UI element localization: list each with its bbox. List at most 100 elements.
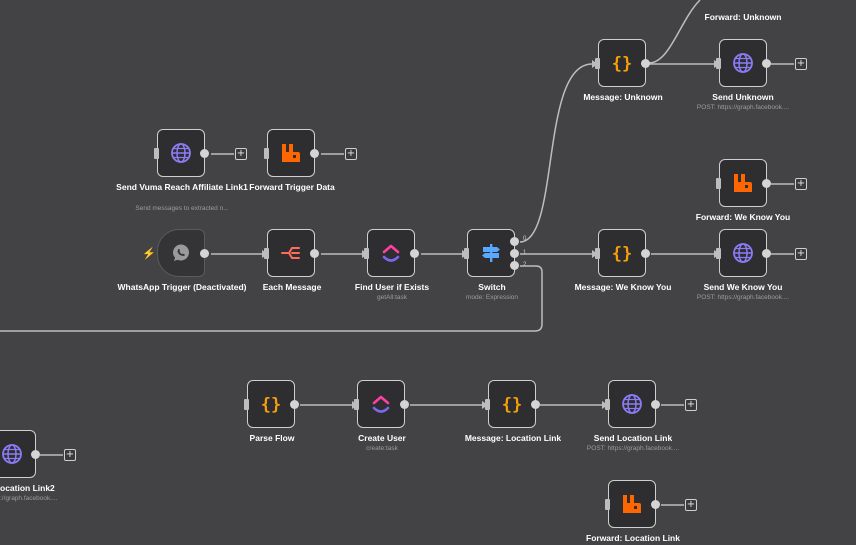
output-handle[interactable] <box>651 500 660 509</box>
node-label: Forward: Location Link <box>586 533 680 543</box>
input-handle[interactable] <box>485 399 490 410</box>
output-handle[interactable] <box>400 400 409 409</box>
node-label: Forward Trigger Data <box>249 182 335 192</box>
code-braces-icon: {} <box>609 240 635 266</box>
split-out-icon <box>278 240 304 266</box>
add-node-button[interactable]: + <box>345 148 357 160</box>
input-handle[interactable] <box>464 248 469 259</box>
output-handle[interactable] <box>310 249 319 258</box>
node-parse-flow[interactable]: {} <box>244 380 299 428</box>
add-node-button[interactable]: + <box>685 499 697 511</box>
input-handle[interactable] <box>264 148 269 159</box>
node-create-user[interactable] <box>354 380 409 428</box>
node-label: Send Unknown <box>712 92 774 102</box>
input-handle[interactable] <box>605 499 610 510</box>
input-handle[interactable] <box>244 399 249 410</box>
rabbitmq-icon <box>619 491 645 517</box>
node-label: Find User if Exists <box>354 282 430 292</box>
node-send-location-link[interactable] <box>605 380 660 428</box>
whatsapp-icon <box>168 240 194 266</box>
trigger-bolt-icon: ⚡ <box>142 248 156 260</box>
node-message-unknown[interactable]: {} <box>595 39 650 87</box>
output-handle[interactable] <box>310 149 319 158</box>
node-subtitle: POST: https://graph.facebook.... <box>586 445 680 452</box>
globe-icon <box>168 140 194 166</box>
output-handle[interactable] <box>290 400 299 409</box>
output-handle-2[interactable] <box>510 261 519 270</box>
globe-icon <box>730 50 756 76</box>
input-handle[interactable] <box>716 58 721 69</box>
output-handle[interactable] <box>200 149 209 158</box>
add-node-button[interactable]: + <box>795 58 807 70</box>
switch-output-label: 0 <box>523 236 527 242</box>
add-node-button[interactable]: + <box>235 148 247 160</box>
output-handle[interactable] <box>531 400 540 409</box>
node-label: Create User <box>358 433 406 443</box>
input-handle[interactable] <box>605 399 610 410</box>
clickup-icon <box>368 391 394 417</box>
output-handle[interactable] <box>31 450 40 459</box>
node-label: Switch <box>478 282 506 292</box>
output-handle[interactable] <box>651 400 660 409</box>
output-handle[interactable] <box>641 59 650 68</box>
node-subtitle: mode: Expression <box>465 294 519 301</box>
code-braces-icon: {} <box>609 50 635 76</box>
node-switch[interactable] <box>464 229 519 277</box>
svg-text:{}: {} <box>502 395 522 415</box>
input-handle[interactable] <box>364 248 369 259</box>
switch-output-label: 1 <box>523 250 527 256</box>
node-send-we-know-you[interactable] <box>716 229 771 277</box>
node-label: Each Message <box>262 282 322 292</box>
node-label: Send We Know You <box>703 282 783 292</box>
node-subtitle: Send messages to extracted n... <box>135 205 229 212</box>
add-node-button[interactable]: + <box>64 449 76 461</box>
clickup-icon <box>378 240 404 266</box>
node-find-user[interactable] <box>364 229 419 277</box>
input-handle[interactable] <box>264 248 269 259</box>
rabbitmq-icon <box>278 140 304 166</box>
output-handle[interactable] <box>641 249 650 258</box>
svg-text:{}: {} <box>612 244 632 264</box>
node-each-message[interactable] <box>264 229 319 277</box>
output-handle[interactable] <box>200 249 209 258</box>
output-handle-1[interactable] <box>510 249 519 258</box>
node-label: Send Location Link <box>593 433 673 443</box>
output-handle[interactable] <box>762 179 771 188</box>
output-handle-0[interactable] <box>510 237 519 246</box>
signpost-icon <box>478 240 504 266</box>
input-handle[interactable] <box>154 148 159 159</box>
code-braces-icon: {} <box>499 391 525 417</box>
node-send-vuma[interactable] <box>154 129 209 177</box>
input-handle[interactable] <box>716 178 721 189</box>
node-forward-trigger-data[interactable] <box>264 129 319 177</box>
svg-text:{}: {} <box>261 395 281 415</box>
node-message-we-know-you[interactable]: {} <box>595 229 650 277</box>
node-send-unknown[interactable] <box>716 39 771 87</box>
node-send-location-link2[interactable] <box>0 430 40 478</box>
node-label: Send Vuma Reach Affiliate Link1 <box>116 182 248 192</box>
input-handle[interactable] <box>716 248 721 259</box>
globe-icon <box>0 441 25 467</box>
node-whatsapp-trigger[interactable] <box>157 229 209 277</box>
add-node-button[interactable]: + <box>795 248 807 260</box>
input-handle[interactable] <box>595 248 600 259</box>
node-label: ocation Link2 <box>0 483 55 493</box>
node-subtitle: getAll:task <box>377 294 407 301</box>
node-label: Parse Flow <box>249 433 295 443</box>
node-forward-location-link[interactable] <box>605 480 660 528</box>
node-label: Forward: We Know You <box>695 212 791 222</box>
node-subtitle: ://graph.facebook.... <box>0 495 58 502</box>
node-subtitle: POST: https://graph.facebook.... <box>696 294 790 301</box>
node-message-location-link[interactable]: {} <box>485 380 540 428</box>
node-forward-we-know-you[interactable] <box>716 159 771 207</box>
output-handle[interactable] <box>762 59 771 68</box>
add-node-button[interactable]: + <box>795 178 807 190</box>
output-handle[interactable] <box>410 249 419 258</box>
add-node-button[interactable]: + <box>685 399 697 411</box>
node-label: WhatsApp Trigger (Deactivated) <box>117 282 247 292</box>
input-handle[interactable] <box>354 399 359 410</box>
output-handle[interactable] <box>762 249 771 258</box>
globe-icon <box>730 240 756 266</box>
input-handle[interactable] <box>595 58 600 69</box>
